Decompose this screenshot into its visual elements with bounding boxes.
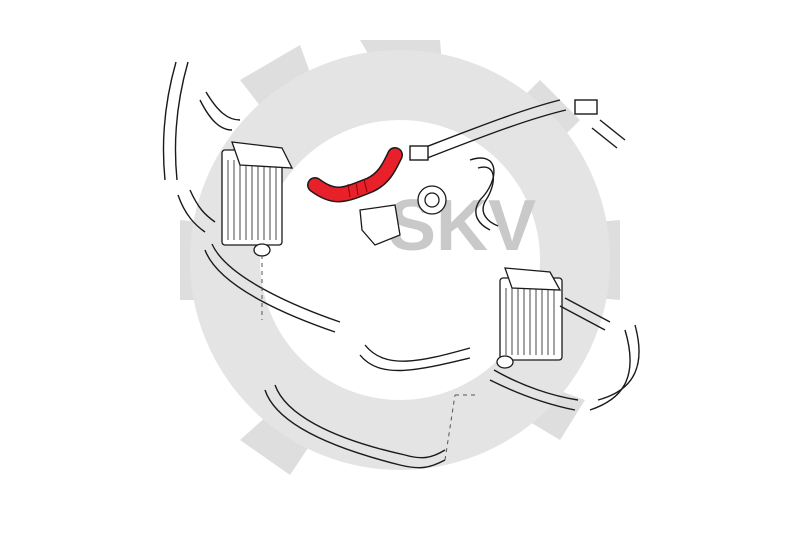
upper-right-pipe bbox=[409, 99, 626, 161]
highlighted-hose bbox=[307, 147, 403, 203]
middle-right-hose bbox=[469, 157, 499, 231]
throttle-body bbox=[359, 185, 447, 246]
gear-watermark bbox=[180, 40, 620, 475]
intercooler-left bbox=[221, 141, 294, 257]
upper-left-hose bbox=[162, 61, 341, 333]
svg-text:SKV: SKV bbox=[388, 186, 536, 266]
assembly-guides bbox=[261, 255, 475, 461]
lower-long-pipe bbox=[264, 344, 471, 469]
lower-right-hose bbox=[489, 297, 640, 411]
skv-watermark: SKV bbox=[388, 186, 536, 266]
intercooler-right bbox=[496, 267, 563, 369]
